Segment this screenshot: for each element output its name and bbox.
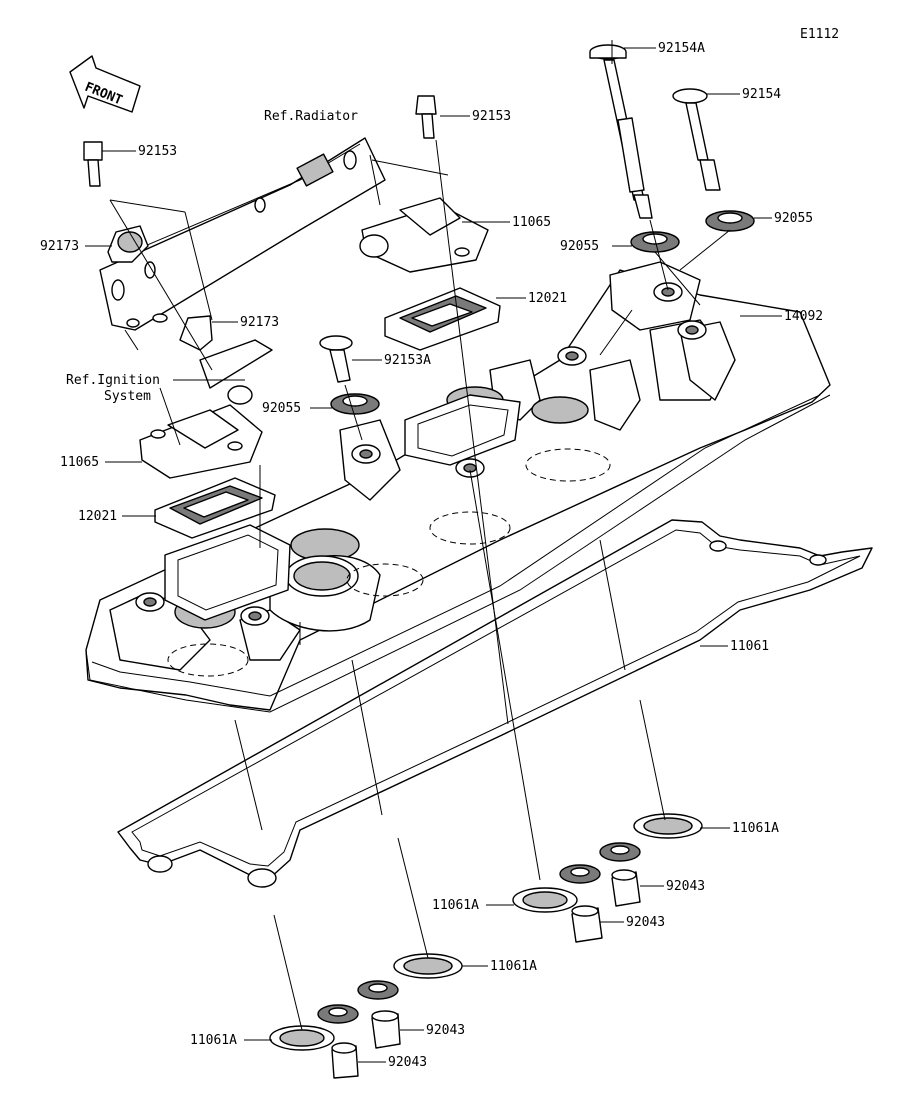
bolt-92153-top	[415, 95, 437, 139]
sleeve-92043-r2	[571, 905, 603, 943]
seal-11061A-bottom	[393, 953, 463, 979]
label-92055-r2: 92055	[774, 211, 813, 226]
label-11061A-bottom: 11061A	[490, 959, 537, 974]
reed-valve-12021-right	[384, 287, 501, 351]
label-ref-ignition-1: Ref.Ignition	[66, 373, 160, 388]
label-11065-left: 11065	[60, 455, 99, 470]
clamp-92173-mid	[179, 315, 273, 389]
label-11061A-bottom-left: 11061A	[190, 1033, 237, 1048]
seal-small-bottom-1	[357, 980, 399, 1000]
radiator-bracket	[99, 137, 386, 331]
label-92153-left: 92153	[138, 144, 177, 159]
sleeve-92043-b1	[371, 1010, 401, 1049]
clamp-92173-left	[107, 225, 149, 263]
label-ref-radiator: Ref.Radiator	[264, 109, 358, 124]
bolt-92154A	[589, 44, 653, 219]
leader-lines	[85, 47, 782, 1063]
label-11061A-right: 11061A	[732, 821, 779, 836]
label-92043-b2: 92043	[388, 1055, 427, 1070]
seal-small-right	[599, 842, 641, 862]
label-92153-top: 92153	[472, 109, 511, 124]
front-arrow-icon: FRONT	[69, 55, 141, 113]
label-14092: 14092	[784, 309, 823, 324]
label-11065-right: 11065	[512, 215, 551, 230]
label-92153A: 92153A	[384, 353, 431, 368]
seal-11061A-bottom-left	[269, 1025, 335, 1051]
label-ref-ignition-2: System	[104, 389, 151, 404]
label-11061: 11061	[730, 639, 769, 654]
label-12021-left: 12021	[78, 509, 117, 524]
label-92043-r2: 92043	[626, 915, 665, 930]
label-12021-right: 12021	[528, 291, 567, 306]
sleeve-92043-r1	[611, 869, 641, 907]
label-92173-left: 92173	[40, 239, 79, 254]
seal-small-mid	[559, 864, 601, 884]
reed-valve-12021-left	[154, 477, 276, 539]
bolt-92153-left	[83, 141, 103, 187]
label-92055-mid: 92055	[262, 401, 301, 416]
label-92043-r1: 92043	[666, 879, 705, 894]
reed-cover-11065-left	[139, 385, 263, 479]
bolt-92154	[672, 88, 721, 191]
grommet-92055-r2	[705, 210, 755, 232]
reed-cover-11065-right	[359, 197, 489, 273]
assembly-lines	[109, 40, 731, 1031]
label-92154A: 92154A	[658, 41, 705, 56]
label-92173-mid: 92173	[240, 315, 279, 330]
gasket-11061	[117, 519, 873, 888]
grommet-92055-mid	[330, 393, 380, 415]
grommet-92055-r1	[630, 231, 680, 253]
label-11061A-mid: 11061A	[432, 898, 479, 913]
sleeve-92043-b2	[331, 1042, 359, 1079]
diagram-code: E1112	[800, 27, 839, 42]
label-92154: 92154	[742, 87, 781, 102]
seal-11061A-mid	[512, 887, 578, 913]
seal-small-bottom-2	[317, 1004, 359, 1024]
seal-11061A-right	[633, 813, 703, 839]
label-92055-r1: 92055	[560, 239, 599, 254]
bolt-92153A	[319, 335, 353, 383]
label-92043-b1: 92043	[426, 1023, 465, 1038]
